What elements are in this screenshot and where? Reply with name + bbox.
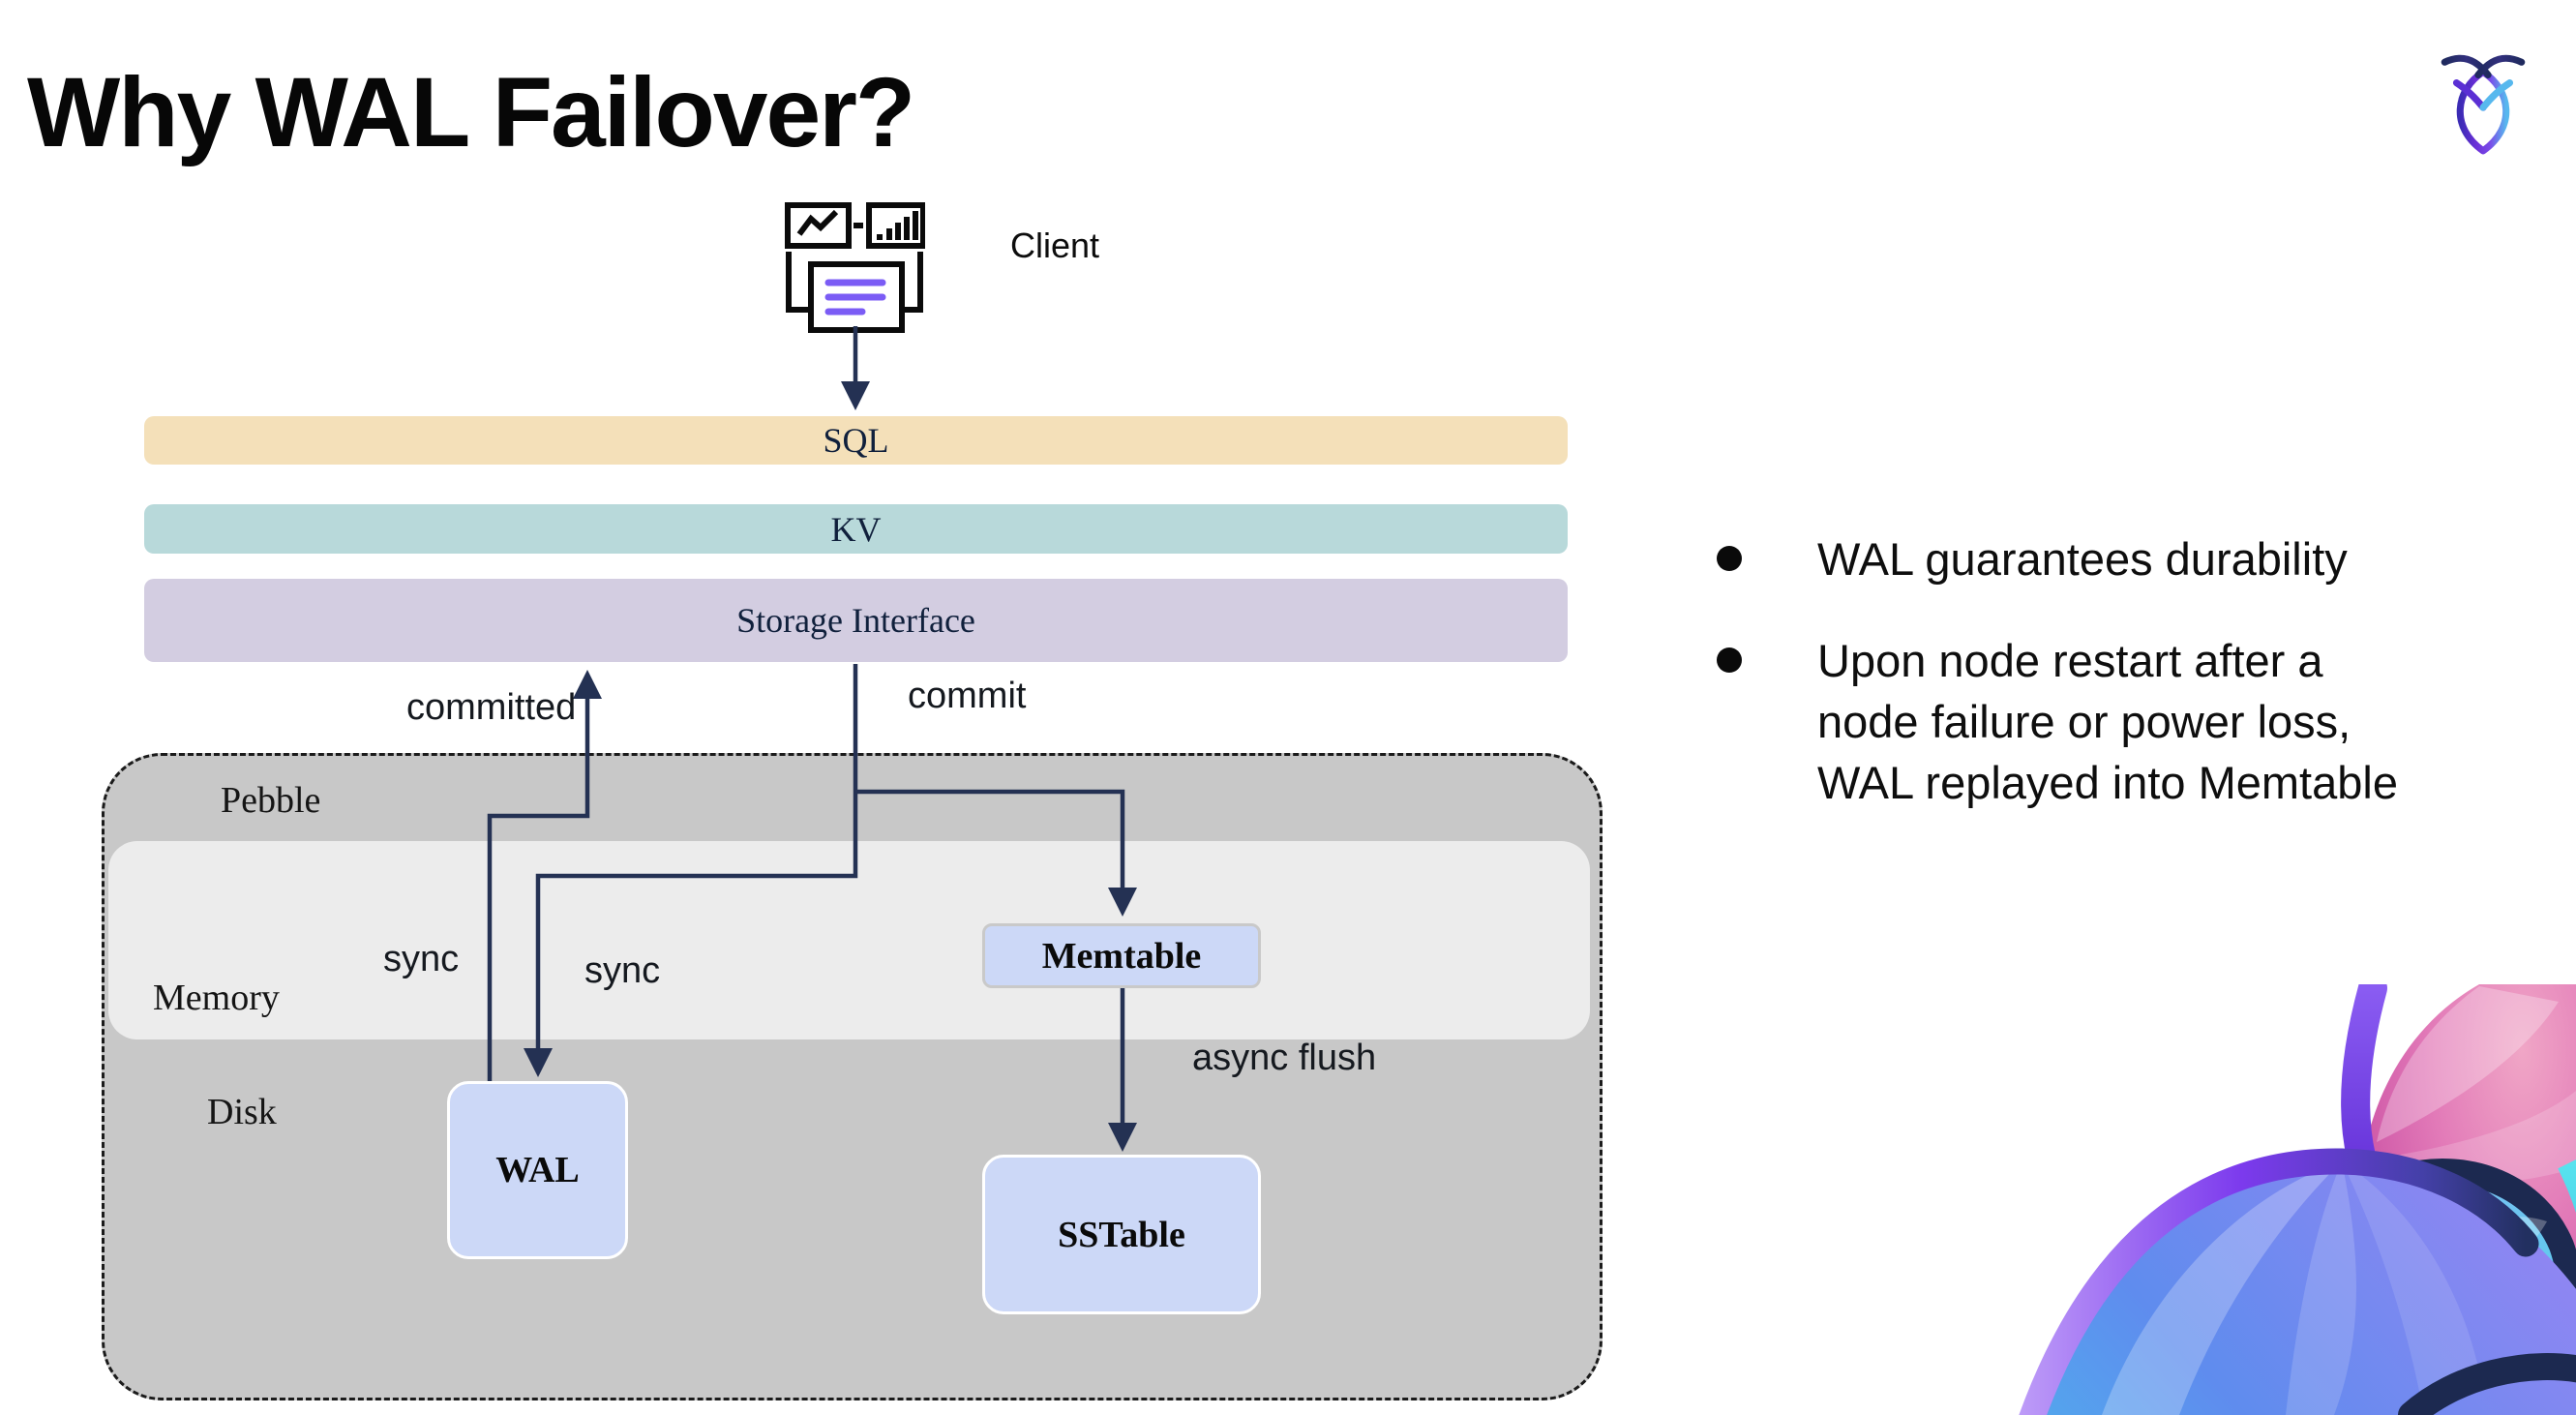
layer-kv: KV (144, 504, 1568, 554)
layer-sql-label: SQL (823, 421, 889, 460)
layer-storage-label: Storage Interface (736, 601, 975, 640)
bullet-dot (1717, 647, 1742, 673)
client-icon (784, 201, 925, 335)
bullet-line: WAL replayed into Memtable (1817, 757, 2398, 808)
bracket-right (901, 252, 923, 313)
memory-label: Memory (153, 978, 280, 1018)
sstable-node: SSTable (982, 1155, 1261, 1314)
edge-wal-committed-to-storage (487, 670, 602, 1085)
pebble-label: Pebble (221, 780, 321, 821)
async-flush-label: async flush (1192, 1038, 1377, 1078)
document-icon (808, 261, 905, 333)
wal-label: WAL (495, 1150, 580, 1190)
edge-commit-to-memtable (855, 789, 1137, 917)
bullet-line: Upon node restart after a (1817, 635, 2323, 686)
sync-label-right: sync (584, 950, 661, 991)
dash-connector (854, 223, 863, 228)
corner-brand-art-icon (1957, 984, 2576, 1415)
bullet-line: WAL guarantees durability (1817, 533, 2348, 585)
bullet-list: WAL guarantees durability Upon node rest… (1709, 528, 2541, 813)
layer-sql: SQL (144, 416, 1568, 465)
committed-label: committed (406, 687, 577, 728)
commit-label: commit (908, 676, 1027, 716)
bar-chart-icon (866, 202, 925, 249)
bullet-item: Upon node restart after a node failure o… (1709, 630, 2541, 813)
edge-commit-sync-to-wal (524, 664, 858, 1077)
bullet-item: WAL guarantees durability (1709, 528, 2541, 589)
cockroachdb-logo-icon (2435, 50, 2531, 159)
line-chart-icon (785, 202, 852, 249)
sstable-label: SSTable (1058, 1214, 1185, 1255)
bullet-dot (1717, 546, 1742, 571)
disk-label: Disk (207, 1092, 277, 1132)
memtable-node: Memtable (982, 923, 1261, 988)
client-label: Client (1010, 226, 1100, 265)
layer-kv-label: KV (830, 509, 882, 549)
bullet-line: node failure or power loss, (1817, 696, 2351, 747)
sync-label-left: sync (383, 939, 460, 979)
bracket-left (786, 252, 808, 313)
memtable-label: Memtable (1041, 935, 1202, 977)
layer-storage-interface: Storage Interface (144, 579, 1568, 662)
page-title: Why WAL Failover? (27, 57, 915, 167)
wal-node: WAL (447, 1081, 628, 1259)
